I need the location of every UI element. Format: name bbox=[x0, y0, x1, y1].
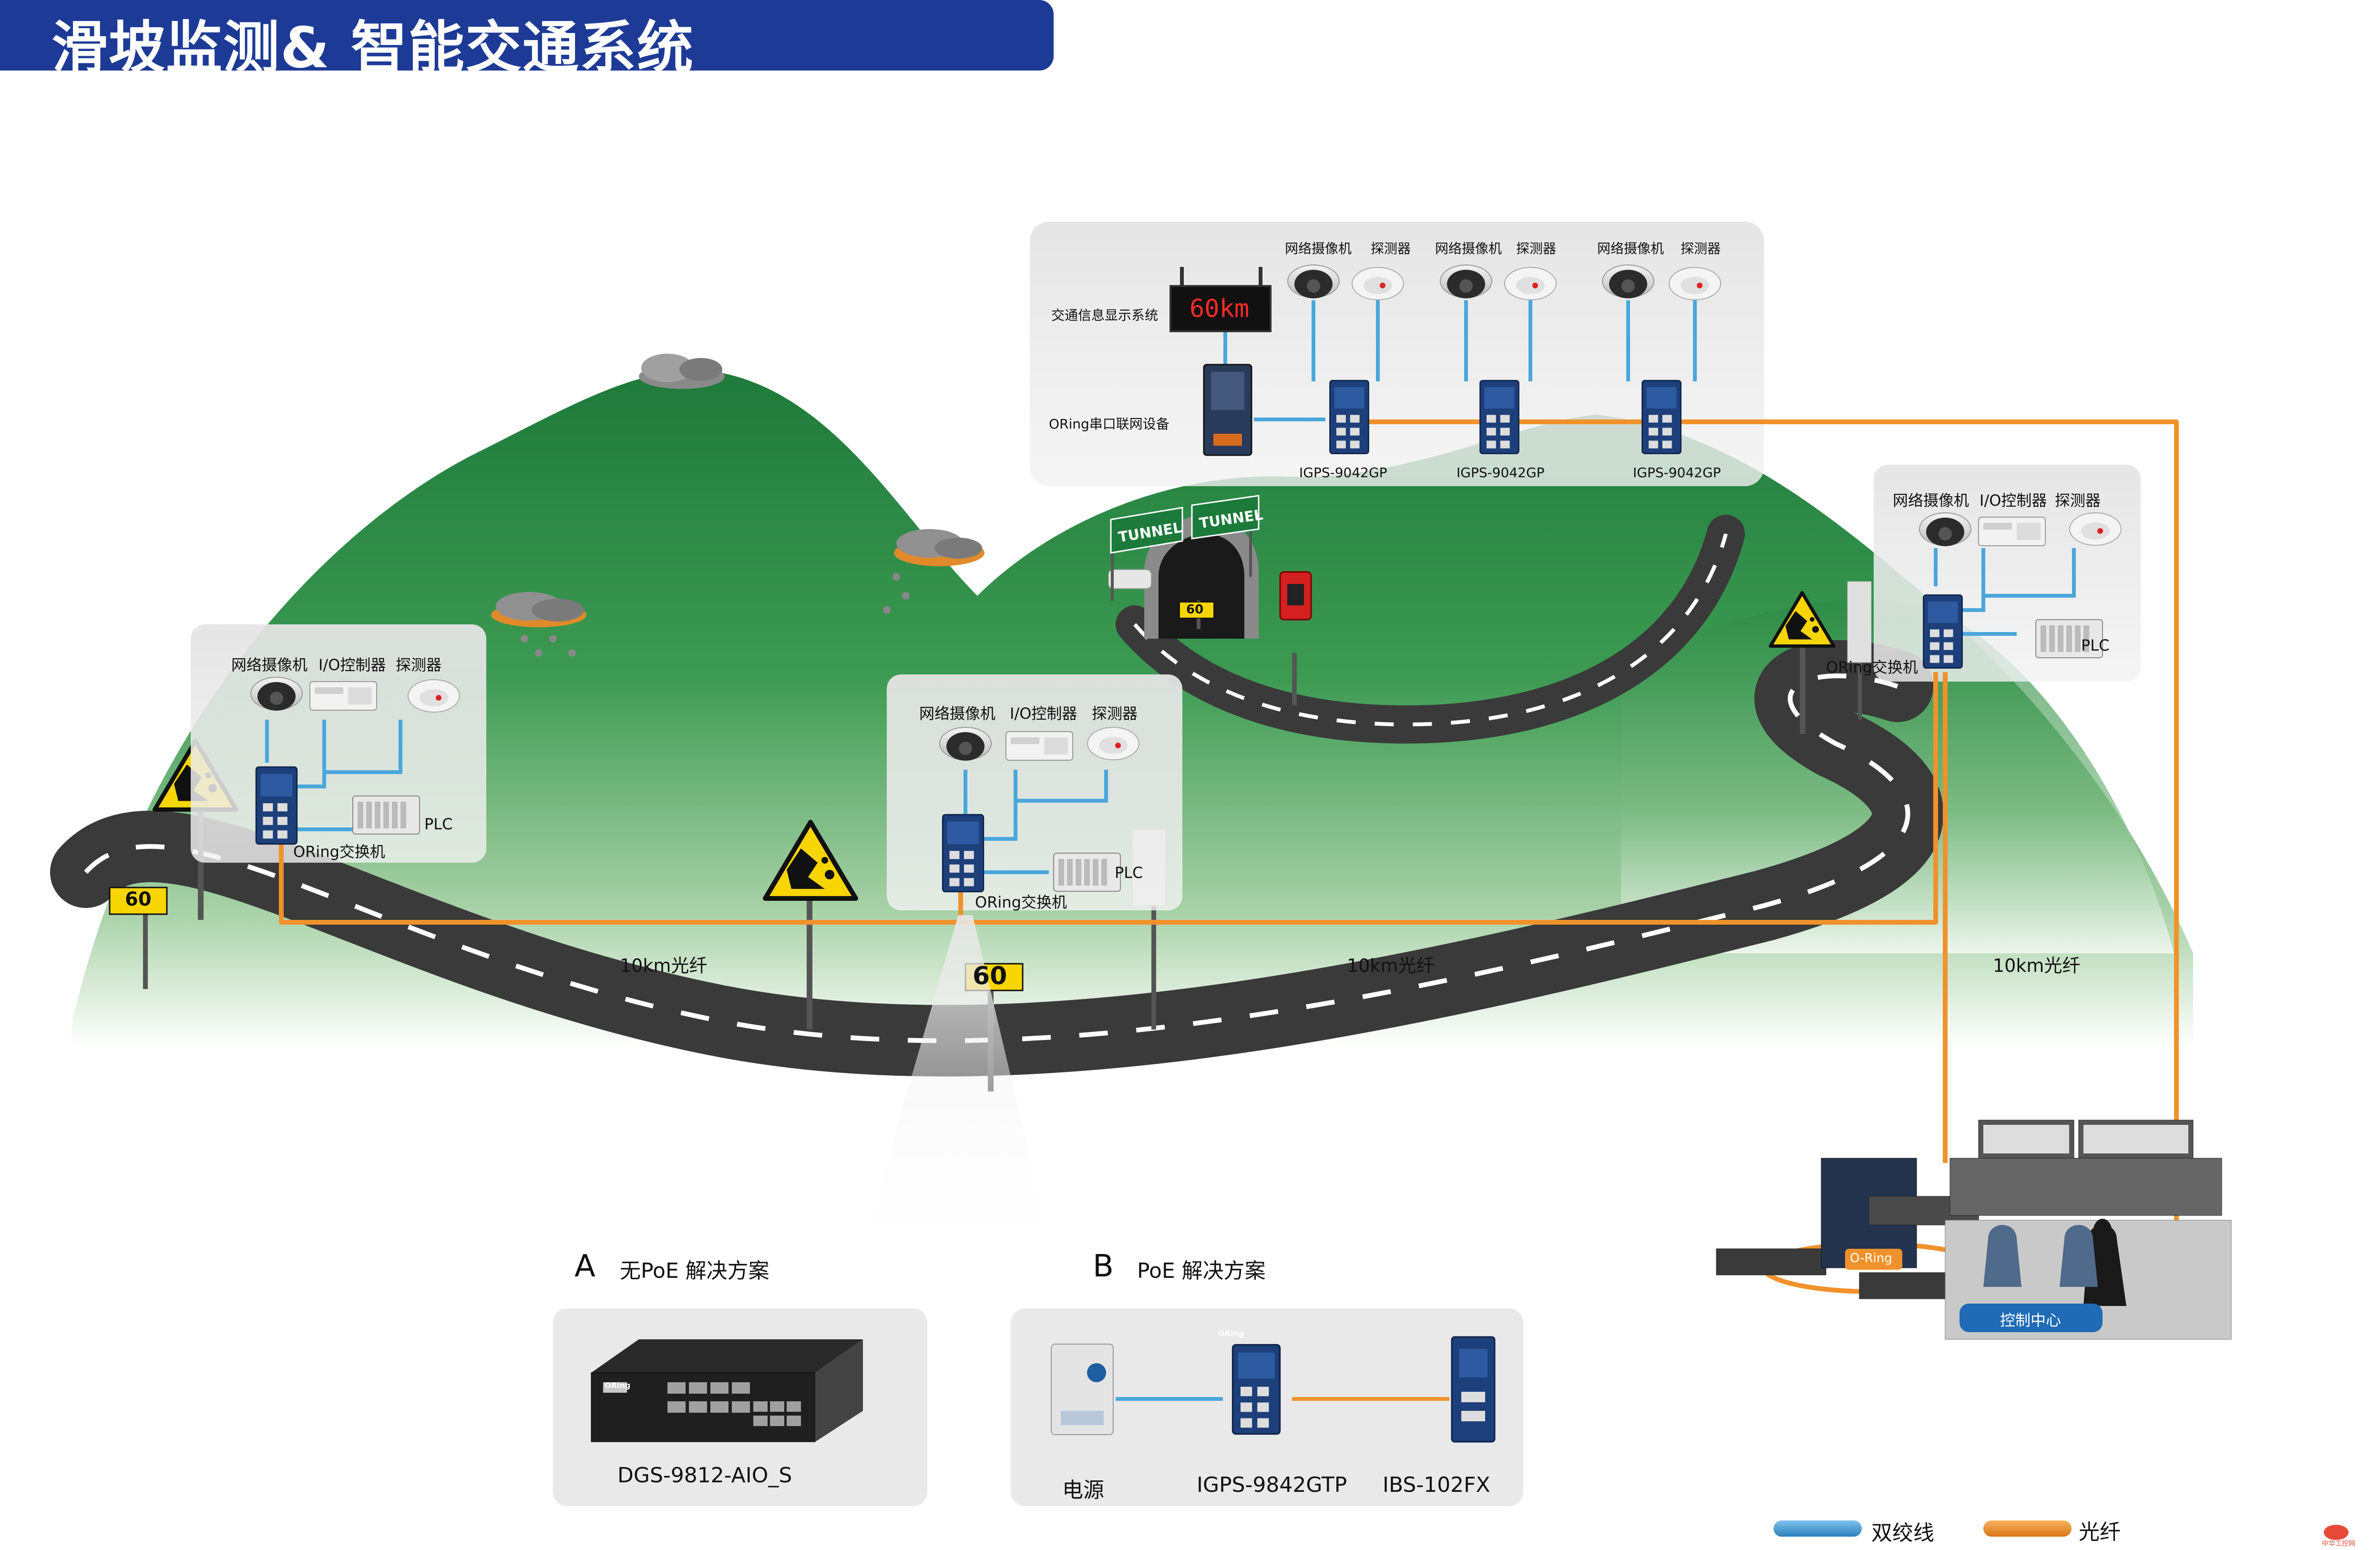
display-system-label: 交通信息显示系统 bbox=[1051, 307, 1159, 323]
station-2-camera-label: 网络摄像机 bbox=[919, 704, 996, 723]
solution-b-brand: ORing bbox=[1218, 1329, 1244, 1338]
station-2-plc-label: PLC bbox=[1115, 864, 1143, 882]
tunnel-camera-label-2: 网络摄像机 bbox=[1435, 241, 1502, 256]
solution-b-letter: B bbox=[1093, 1249, 1114, 1284]
tunnel-camera-label-3: 网络摄像机 bbox=[1597, 241, 1664, 256]
legend-fiber-label: 光纤 bbox=[2079, 1520, 2121, 1544]
station-1-camera-label: 网络摄像机 bbox=[231, 656, 308, 674]
ibs-102fx-device bbox=[1451, 1336, 1496, 1443]
solution-a-title: 无PoE 解决方案 bbox=[620, 1259, 769, 1283]
station-2-io-label: I/O控制器 bbox=[1010, 704, 1077, 723]
solution-a-device-label: DGS-9812-AIO_S bbox=[617, 1463, 792, 1488]
legend-twisted-pair-label: 双绞线 bbox=[1871, 1521, 1934, 1545]
solution-b-converter-label: IBS-102FX bbox=[1383, 1473, 1490, 1497]
serial-device bbox=[1203, 364, 1252, 456]
station-3-plc-label: PLC bbox=[2081, 636, 2110, 654]
station-1-plc-label: PLC bbox=[424, 815, 453, 833]
watermark-logo bbox=[2324, 1525, 2349, 1540]
solution-a-brand: ORing bbox=[605, 1381, 631, 1390]
speed-sign-1: 60 bbox=[125, 888, 152, 910]
tunnel-detector-label-2: 探测器 bbox=[1516, 241, 1557, 256]
page-title: 滑坡监测& 智能交通系统 bbox=[51, 15, 694, 81]
warning-sign-3 bbox=[1771, 593, 1834, 734]
speed-sign-2: 60 bbox=[973, 962, 1007, 990]
fiber-length-label-3: 10km光纤 bbox=[1993, 955, 2081, 976]
station-3-detector-label: 探测器 bbox=[2055, 491, 2101, 510]
solution-b-power-label: 电源 bbox=[1062, 1478, 1104, 1502]
station-3-io-label: I/O控制器 bbox=[1980, 491, 2047, 510]
twisted-pair-tunnel bbox=[1223, 300, 1697, 421]
rain-cloud-1 bbox=[639, 354, 725, 389]
station-2-switch-label: ORing交换机 bbox=[975, 893, 1067, 911]
twisted-pair-stations bbox=[265, 548, 2076, 874]
control-center-graphic bbox=[1716, 1120, 2232, 1340]
station-1-switch-label: ORing交换机 bbox=[293, 843, 385, 861]
control-center-label: 控制中心 bbox=[2000, 1311, 2062, 1329]
station-1-detector-label: 探测器 bbox=[396, 656, 442, 674]
watermark-text: 中华工控网 bbox=[2322, 1540, 2355, 1548]
tunnel-signs bbox=[1110, 495, 1260, 601]
speed-sign-3: 60 bbox=[1186, 602, 1204, 617]
solution-a-letter: A bbox=[574, 1249, 595, 1284]
solution-b-title: PoE 解决方案 bbox=[1137, 1259, 1266, 1283]
tunnel-switch-label-1: IGPS-9042GP bbox=[1299, 465, 1387, 480]
projection-beam bbox=[853, 915, 1058, 1277]
station-3-camera-label: 网络摄像机 bbox=[1893, 491, 1970, 510]
tunnel-switch-label-3: IGPS-9042GP bbox=[1633, 465, 1721, 480]
fiber-length-label-1: 10km光纤 bbox=[620, 955, 708, 976]
station-2-detector-label: 探测器 bbox=[1092, 704, 1138, 723]
legend-fiber-swatch bbox=[1983, 1520, 2072, 1537]
title-bar: 滑坡监测& 智能交通系统 bbox=[0, 0, 1054, 81]
fiber-lines bbox=[279, 419, 2179, 1220]
station-1-io-label: I/O控制器 bbox=[318, 656, 386, 674]
station-3-switch-label: ORing交换机 bbox=[1826, 658, 1918, 676]
tunnel-detector-label-1: 探测器 bbox=[1371, 241, 1411, 256]
igps-9842gtp-device bbox=[1231, 1344, 1281, 1435]
emergency-phone bbox=[1279, 571, 1312, 705]
warning-sign-2 bbox=[765, 822, 856, 1030]
dgs-9812-device bbox=[591, 1339, 863, 1442]
tunnel-switch-label-2: IGPS-9042GP bbox=[1457, 465, 1545, 480]
rain-cloud-2 bbox=[883, 529, 985, 614]
o-ring-label: O-Ring bbox=[1850, 1251, 1892, 1265]
display-board-value: 60km bbox=[1190, 295, 1250, 323]
serial-device-label: ORing串口联网设备 bbox=[1049, 416, 1169, 432]
pole-right bbox=[1847, 581, 1872, 720]
legend-twisted-pair-swatch bbox=[1774, 1520, 1862, 1537]
display-board bbox=[1169, 267, 1272, 332]
solution-b-switch-label: IGPS-9842GTP bbox=[1197, 1473, 1347, 1497]
tunnel-camera-label-1: 网络摄像机 bbox=[1285, 241, 1352, 256]
rain-cloud-3 bbox=[491, 592, 586, 657]
power-supply-device bbox=[1051, 1344, 1114, 1435]
fiber-length-label-2: 10km光纤 bbox=[1347, 955, 1435, 976]
tunnel-detector-label-3: 探测器 bbox=[1681, 241, 1721, 256]
